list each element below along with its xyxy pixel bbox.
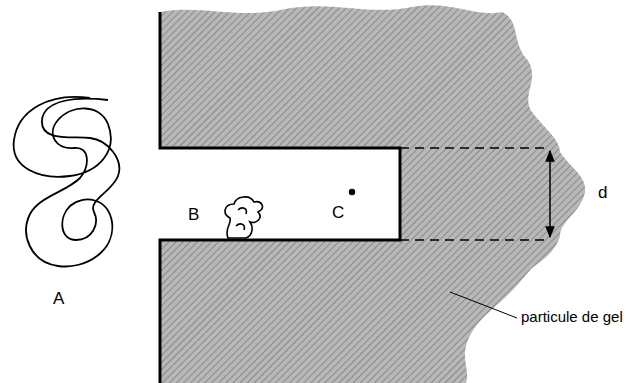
dimension-arrow	[549, 151, 551, 237]
tiny-molecule	[349, 189, 355, 195]
dashed-line	[400, 239, 548, 241]
small-molecule	[225, 197, 262, 238]
part-label: particule de gel	[521, 309, 623, 326]
molecule-label: B	[188, 206, 199, 225]
molecule-label: A	[53, 290, 64, 309]
dimension-label: d	[598, 184, 607, 203]
pore-channel	[158, 148, 400, 240]
pore-wall	[160, 12, 400, 383]
molecule-label: C	[332, 204, 344, 223]
random-coil	[14, 97, 120, 267]
dashed-line	[400, 147, 548, 149]
leader-line	[450, 292, 517, 318]
